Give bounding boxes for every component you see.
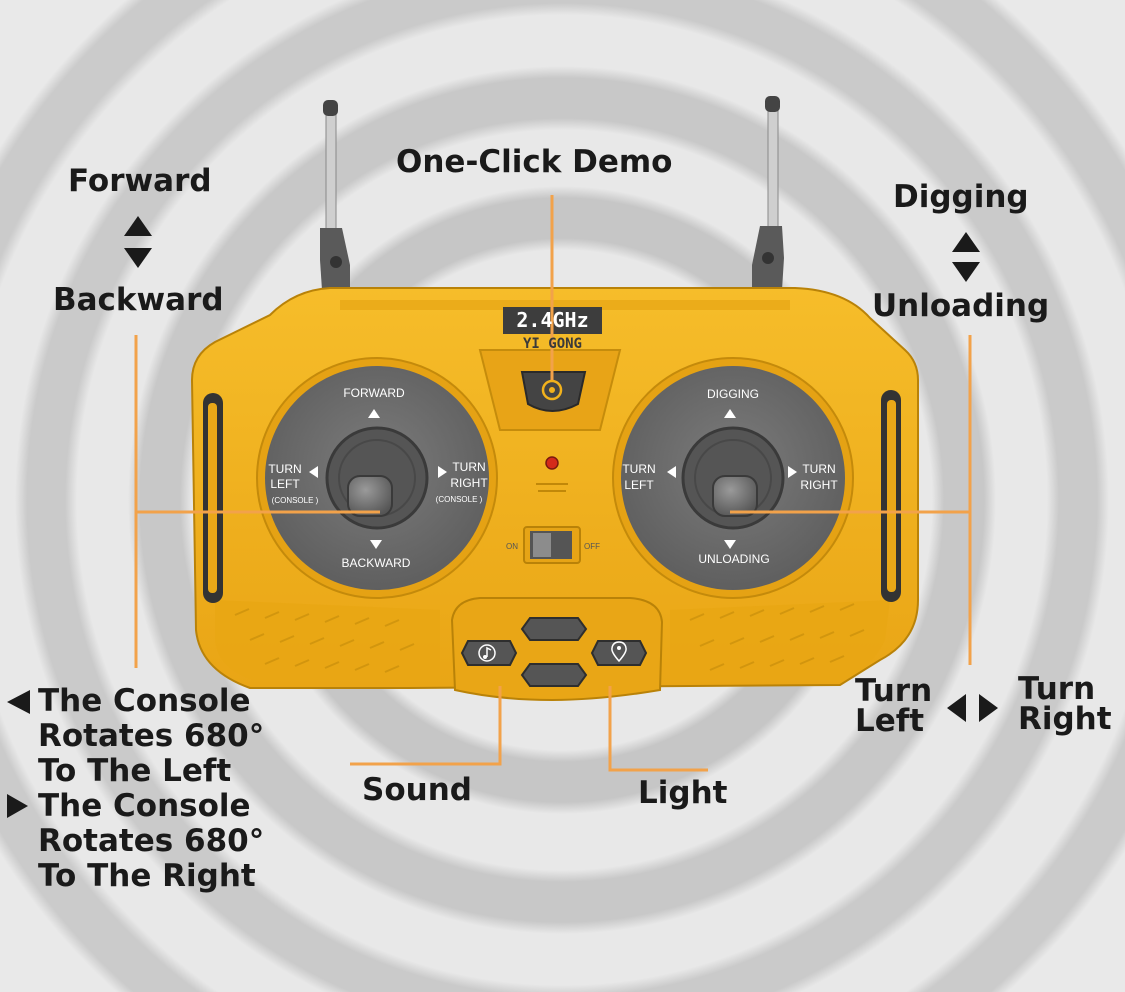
left-dial-backward-label: BACKWARD xyxy=(341,556,411,570)
turn-left-callout-line1: Turn xyxy=(855,673,933,709)
console-right-line2: Rotates 680° xyxy=(38,823,265,859)
left-dial-turn-right-label: TURN xyxy=(452,460,486,474)
left-dial-turn-left-label-2: LEFT xyxy=(270,477,300,491)
left-dial-turn-right-label-2: RIGHT xyxy=(450,476,488,490)
power-switch[interactable] xyxy=(523,526,581,564)
console-left-callout: The Console Rotates 680° To The Left xyxy=(38,684,264,789)
right-dial-turn-right-label: TURN xyxy=(802,462,836,476)
console-right-line3: To The Right xyxy=(38,858,256,894)
left-joystick[interactable] xyxy=(347,475,393,517)
left-dial-console-label-2: (CONSOLE ) xyxy=(435,495,483,504)
sound-callout: Sound xyxy=(362,772,472,808)
up-down-arrow-icon xyxy=(124,216,152,268)
digging-callout: Digging xyxy=(893,179,1029,215)
right-dial-turn-left-label: TURN xyxy=(622,462,656,476)
forward-callout: Forward xyxy=(68,163,212,199)
one-click-demo-callout: One-Click Demo xyxy=(396,144,673,180)
switch-on-label: ON xyxy=(506,542,518,551)
turn-right-callout-line1: Turn xyxy=(1018,671,1096,707)
led-indicator xyxy=(545,456,559,470)
console-right-callout: The Console Rotates 680° To The Right xyxy=(38,789,264,894)
console-left-line2: Rotates 680° xyxy=(38,718,265,754)
antenna-left xyxy=(320,100,350,290)
up-down-arrow-icon xyxy=(952,232,980,282)
gear-icon xyxy=(541,379,563,401)
frequency-label: 2.4GHz xyxy=(516,308,589,332)
turn-left-callout: Turn Left xyxy=(855,673,933,739)
sound-button[interactable] xyxy=(460,640,518,666)
one-click-demo-button[interactable] xyxy=(520,371,587,412)
left-dial-console-label: (CONSOLE ) xyxy=(271,496,319,505)
music-note-icon xyxy=(478,644,496,662)
console-left-line1: The Console xyxy=(38,683,251,719)
left-dial-turn-left-label: TURN xyxy=(268,462,302,476)
right-dial-turn-left-label-2: LEFT xyxy=(624,478,654,492)
light-callout: Light xyxy=(638,775,728,811)
right-dial-unloading-label: UNLOADING xyxy=(698,552,770,566)
right-joystick[interactable] xyxy=(712,475,758,517)
turn-left-callout-line2: Left xyxy=(855,703,925,739)
turn-right-callout-line2: Right xyxy=(1018,701,1112,737)
right-dial-digging-label: DIGGING xyxy=(706,387,759,401)
antenna-right xyxy=(752,96,784,290)
backward-callout: Backward xyxy=(53,282,224,318)
location-pin-icon xyxy=(611,641,627,663)
bottom-hex-button[interactable] xyxy=(520,663,588,687)
right-arrow-icon xyxy=(7,794,28,818)
brand-label: YI GONG xyxy=(522,336,582,352)
right-dial-turn-right-label-2: RIGHT xyxy=(800,478,838,492)
console-left-line3: To The Left xyxy=(38,753,232,789)
light-button[interactable] xyxy=(590,640,648,666)
switch-off-label: OFF xyxy=(584,542,600,551)
unloading-callout: Unloading xyxy=(872,288,1050,324)
console-right-line1: The Console xyxy=(38,788,251,824)
left-right-arrow-icon xyxy=(947,694,998,722)
turn-right-callout: Turn Right xyxy=(1018,671,1112,737)
left-dial-forward-label: FORWARD xyxy=(343,386,405,400)
left-arrow-icon xyxy=(7,690,30,714)
top-hex-button[interactable] xyxy=(520,617,588,641)
callout-lines xyxy=(134,195,972,772)
